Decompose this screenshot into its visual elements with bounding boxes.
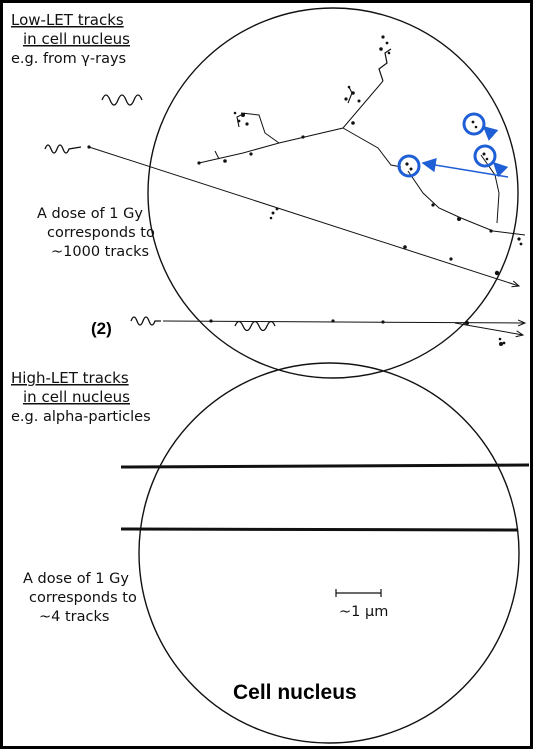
alpha-track [120, 463, 530, 469]
circle-highlight-icon [473, 144, 497, 168]
gamma-track-lower-branch [454, 322, 523, 335]
gamma-wave-icon [130, 316, 161, 326]
gamma-wave-icon [44, 144, 82, 154]
radiation-track-diagram: Low-LET tracks in cell nucleus e.g. from… [11, 7, 530, 744]
electron-track [214, 150, 220, 160]
electron-track [342, 127, 402, 168]
low-let-title-line2: in cell nucleus [23, 30, 130, 48]
high-let-title-line2: in cell nucleus [23, 388, 130, 406]
low-let-dose-line1: A dose of 1 Gy [37, 206, 143, 222]
cell-nucleus-caption: Cell nucleus [233, 681, 357, 704]
low-let-nucleus-circle [147, 7, 519, 379]
high-let-title-line1: High-LET tracks [11, 369, 129, 387]
electron-track [347, 86, 353, 104]
high-let-nucleus-circle [138, 362, 520, 744]
high-let-dose-line3: ~4 tracks [39, 609, 109, 625]
high-let-example: e.g. alpha-particles [11, 409, 151, 425]
high-let-dose-line2: corresponds to [29, 590, 137, 606]
high-let-dose-line1: A dose of 1 Gy [23, 571, 129, 587]
scale-bar [335, 589, 382, 597]
arrow-icon [492, 161, 509, 178]
electron-track [407, 170, 526, 236]
low-let-dose-line2: corresponds to [47, 225, 155, 241]
electron-track [378, 48, 392, 82]
panel-marker: (2) [91, 319, 112, 338]
highlight-annotations [397, 112, 509, 178]
alpha-track [120, 527, 519, 532]
electron-track [198, 80, 384, 164]
arrow-icon [482, 125, 499, 141]
gamma-wave-icon [234, 320, 276, 332]
gamma-track-main [88, 146, 519, 286]
low-let-title-line1: Low-LET tracks [11, 11, 124, 29]
circle-highlight-icon [462, 112, 486, 136]
low-let-example: e.g. from γ-rays [11, 51, 126, 67]
electron-track [240, 112, 280, 144]
gamma-track-lower [162, 321, 525, 323]
circle-highlight-icon [397, 154, 421, 178]
ionization-clusters [87, 35, 523, 346]
low-let-dose-line3: ~1000 tracks [51, 244, 149, 260]
gamma-wave-icon [101, 94, 143, 106]
electron-track [236, 112, 246, 128]
scale-bar-label: ~1 μm [339, 604, 388, 620]
